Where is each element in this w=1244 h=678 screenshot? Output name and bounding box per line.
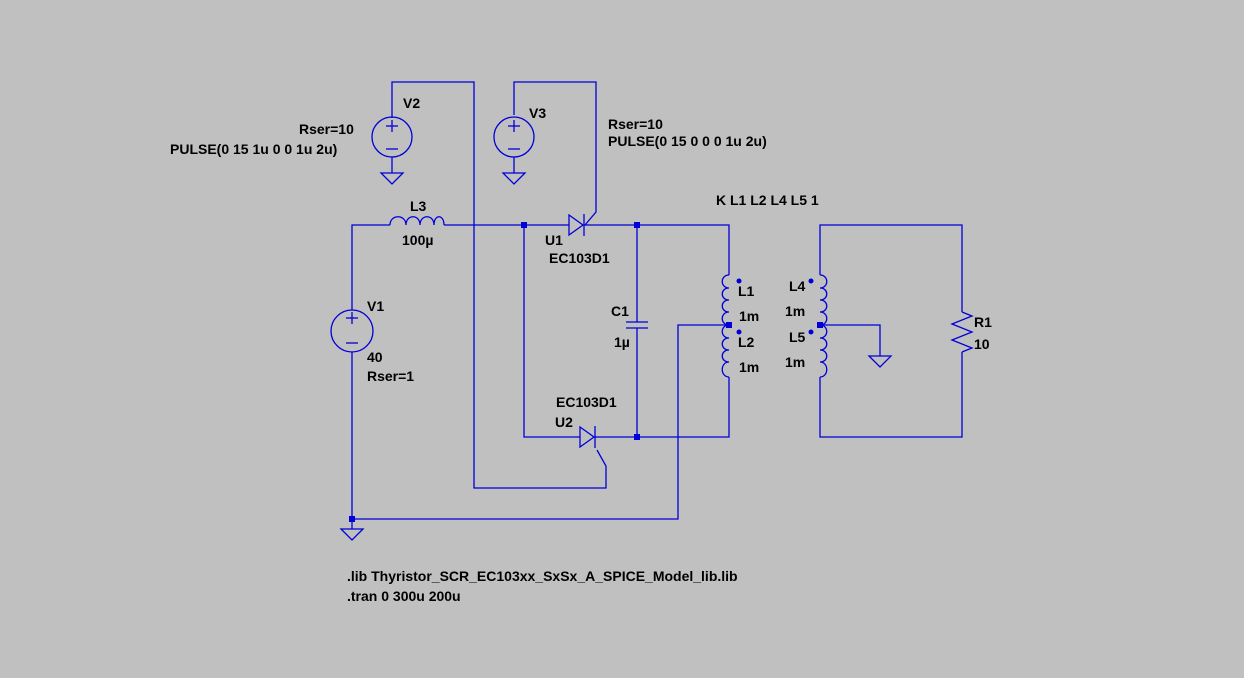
- ground-icon: [867, 355, 893, 368]
- junction-dot: [634, 434, 640, 440]
- voltage-source-v3[interactable]: [493, 116, 535, 173]
- thyristor-u2[interactable]: [577, 425, 599, 449]
- v2-rser-label: Rser=10: [299, 121, 354, 137]
- l3-value-label: 100µ: [402, 232, 433, 248]
- l2-value-label: 1m: [739, 359, 759, 375]
- capacitor-c1[interactable]: [626, 321, 648, 329]
- coupling-directive[interactable]: K L1 L2 L4 L5 1: [716, 192, 819, 208]
- v1-value-label: 40: [367, 349, 383, 365]
- v3-rser-label: Rser=10: [608, 116, 663, 132]
- ground-icon: [339, 519, 365, 541]
- thyristor-u1[interactable]: [561, 213, 589, 237]
- lib-directive[interactable]: .lib Thyristor_SCR_EC103xx_SxSx_A_SPICE_…: [347, 568, 738, 584]
- u2-model-label: EC103D1: [556, 394, 617, 410]
- wire[interactable]: [599, 377, 730, 438]
- wire[interactable]: [820, 324, 881, 356]
- v2-pulse-label: PULSE(0 15 1u 0 0 1u 2u): [170, 141, 337, 157]
- r1-ref-label: R1: [974, 314, 992, 330]
- v1-ref-label: V1: [367, 298, 384, 314]
- junction-dot: [634, 222, 640, 228]
- l5-value-label: 1m: [785, 354, 805, 370]
- v3-pulse-label: PULSE(0 15 0 0 0 1u 2u): [608, 133, 767, 149]
- wire[interactable]: [819, 352, 963, 438]
- u1-ref-label: U1: [545, 232, 563, 248]
- v1-rser-label: Rser=1: [367, 368, 414, 384]
- r1-value-label: 10: [974, 336, 990, 352]
- tran-directive[interactable]: .tran 0 300u 200u: [347, 588, 461, 604]
- ground-icon: [501, 172, 527, 185]
- l5-ref-label: L5: [789, 329, 806, 345]
- v3-ref-label: V3: [529, 105, 546, 121]
- inductor-l5[interactable]: [808, 324, 828, 378]
- wire[interactable]: [523, 225, 577, 438]
- wire[interactable]: [513, 81, 597, 226]
- voltage-source-v2[interactable]: [371, 115, 413, 173]
- inductor-l3[interactable]: [389, 216, 445, 226]
- v2-ref-label: V2: [403, 95, 420, 111]
- l1-ref-label: L1: [738, 283, 755, 299]
- c1-value-label: 1µ: [614, 334, 630, 350]
- c1-ref-label: C1: [611, 303, 629, 319]
- l4-value-label: 1m: [785, 303, 805, 319]
- wire[interactable]: [351, 224, 390, 310]
- l2-ref-label: L2: [738, 334, 755, 350]
- wire[interactable]: [589, 224, 730, 275]
- junction-dot: [521, 222, 527, 228]
- inductor-l2[interactable]: [721, 324, 742, 378]
- wire[interactable]: [819, 224, 963, 312]
- wires: [351, 81, 963, 520]
- wire[interactable]: [391, 81, 607, 489]
- u1-model-label: EC103D1: [549, 250, 610, 266]
- inductor-l4[interactable]: [808, 274, 828, 326]
- ground-icon: [379, 172, 405, 185]
- voltage-source-v1[interactable]: [330, 309, 374, 353]
- resistor-r1[interactable]: [950, 311, 974, 353]
- l1-value-label: 1m: [739, 308, 759, 324]
- inductor-l1[interactable]: [721, 274, 742, 326]
- wire[interactable]: [352, 324, 729, 520]
- u2-ref-label: U2: [555, 414, 573, 430]
- l4-ref-label: L4: [789, 278, 806, 294]
- l3-ref-label: L3: [410, 198, 427, 214]
